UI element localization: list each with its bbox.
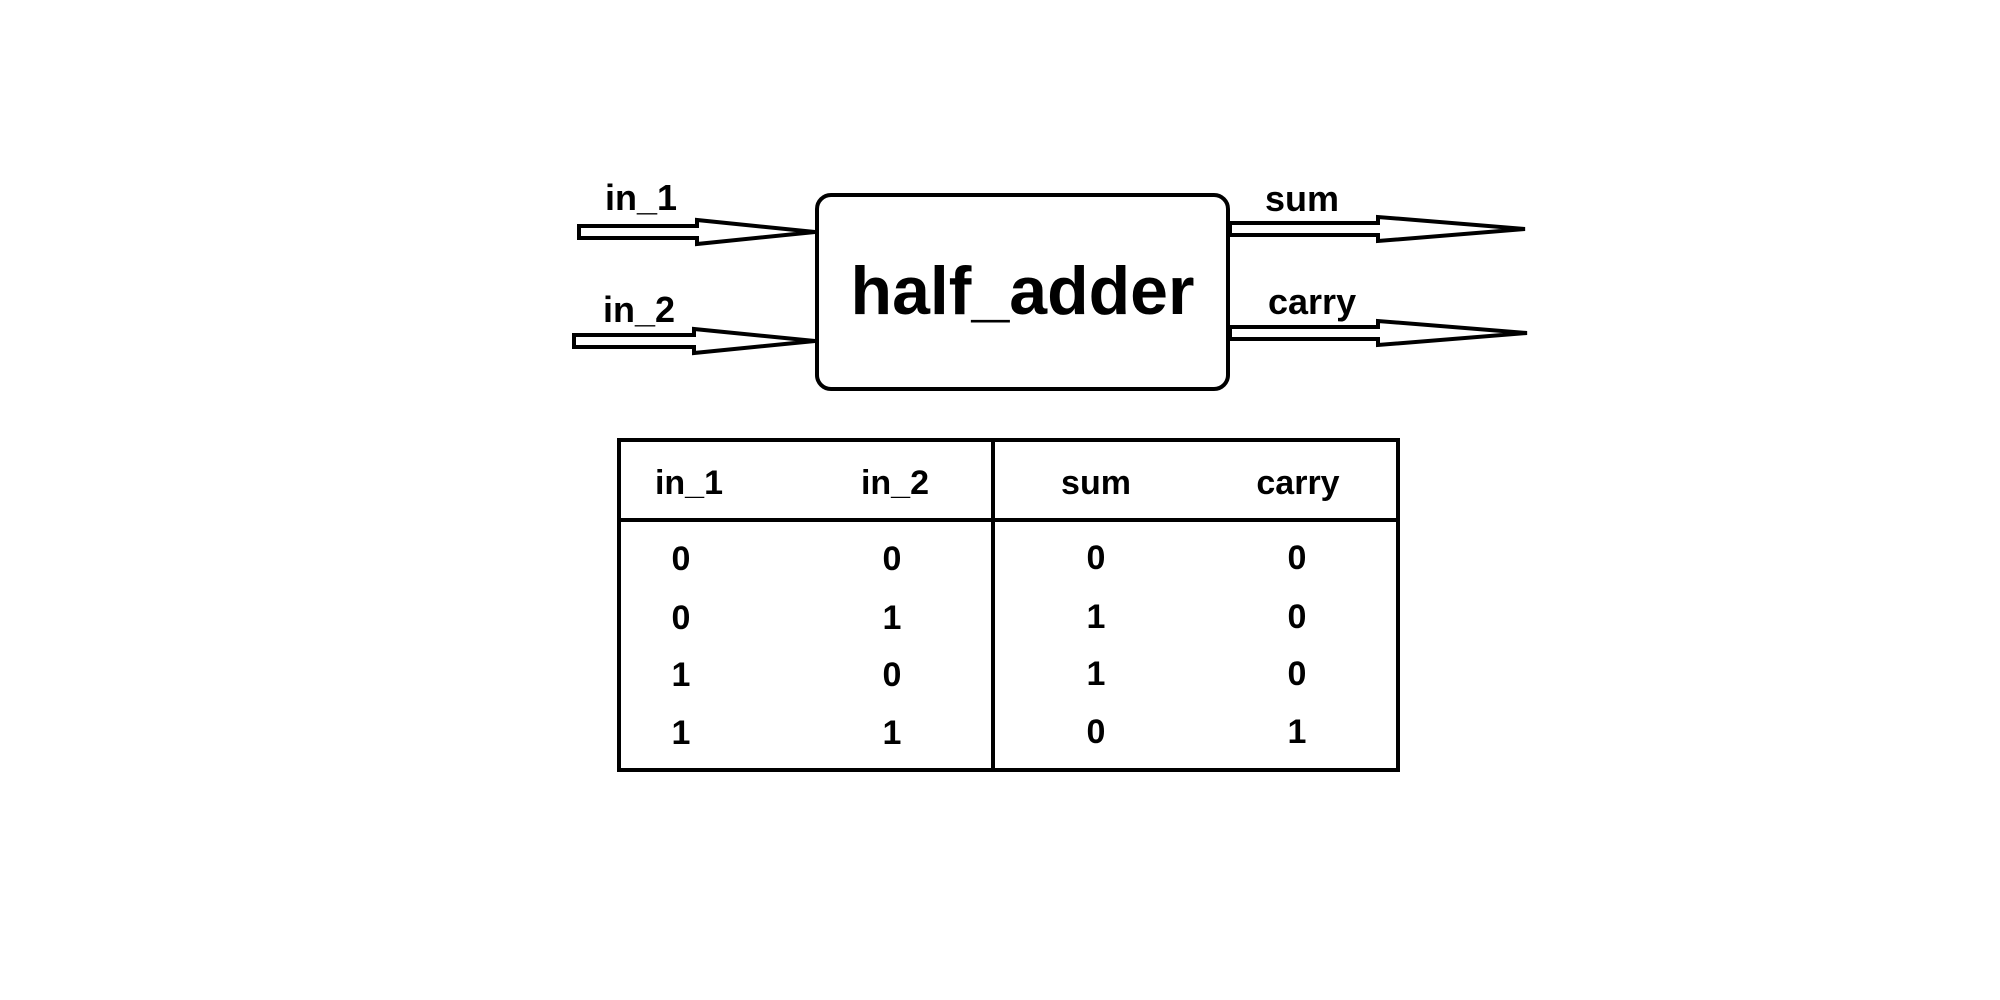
table-cell: 0 bbox=[1086, 713, 1106, 751]
half-adder-block bbox=[815, 193, 1230, 391]
block-title: half_adder bbox=[850, 253, 1195, 329]
table-cell: 0 bbox=[1287, 539, 1307, 577]
table-cell: 0 bbox=[1287, 598, 1307, 636]
table-cell: 1 bbox=[1086, 598, 1106, 636]
truth-table: in_1 in_2 sum carry 0 0 0 0 0 1 1 0 1 0 … bbox=[617, 438, 1400, 772]
table-header-in-2: in_2 bbox=[860, 464, 930, 502]
table-cell: 1 bbox=[1086, 655, 1106, 693]
table-header-in-1: in_1 bbox=[654, 464, 724, 502]
table-divider-vertical bbox=[991, 442, 995, 768]
table-header-carry: carry bbox=[1256, 464, 1340, 502]
carry-arrow bbox=[1228, 318, 1528, 348]
table-cell: 1 bbox=[882, 599, 902, 637]
table-header-sum: sum bbox=[1061, 464, 1131, 502]
table-cell: 1 bbox=[671, 656, 691, 694]
table-cell: 0 bbox=[882, 540, 902, 578]
sum-arrow bbox=[1228, 214, 1526, 244]
in-1-arrow bbox=[577, 217, 816, 247]
output-label-carry: carry bbox=[1268, 281, 1357, 322]
table-cell: 0 bbox=[882, 656, 902, 694]
table-divider-horizontal bbox=[621, 518, 1396, 522]
table-cell: 0 bbox=[671, 540, 691, 578]
output-label-sum: sum bbox=[1265, 178, 1340, 219]
table-cell: 1 bbox=[671, 714, 691, 752]
input-label-in-1: in_1 bbox=[605, 177, 678, 218]
table-cell: 1 bbox=[882, 714, 902, 752]
in-2-arrow bbox=[572, 326, 816, 356]
input-label-in-2: in_2 bbox=[603, 289, 676, 330]
table-cell: 1 bbox=[1287, 713, 1307, 751]
table-cell: 0 bbox=[1086, 539, 1106, 577]
table-cell: 0 bbox=[1287, 655, 1307, 693]
table-cell: 0 bbox=[671, 599, 691, 637]
